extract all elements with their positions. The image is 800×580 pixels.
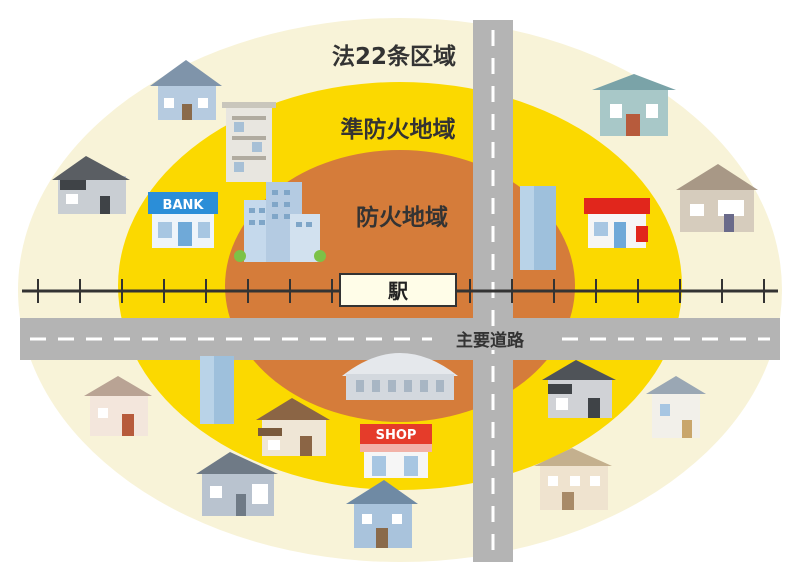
main-road-label: 主要道路 [456, 330, 525, 351]
house-icon [196, 452, 278, 516]
dome-stadium-icon [342, 353, 458, 400]
zone-label-fireproof: 防火地域 [356, 204, 448, 231]
house-icon [346, 480, 418, 548]
bank-sign: BANK [163, 198, 205, 213]
shop-icon: SHOP [360, 424, 432, 478]
station-box: 駅 [339, 273, 457, 307]
skyscraper-icon [200, 356, 234, 424]
post-office-icon [584, 198, 650, 248]
house-icon [592, 74, 676, 136]
zone-label-semi-fireproof: 準防火地域 [341, 116, 456, 143]
office-building-icon [234, 182, 326, 262]
house-icon [676, 164, 758, 232]
skyscraper-icon [520, 186, 556, 270]
apartment-icon [222, 102, 276, 182]
zone-label-22jo: 法22条区域 [332, 43, 456, 70]
house-icon [84, 376, 152, 436]
house-icon [150, 60, 222, 120]
shop-sign: SHOP [376, 428, 417, 443]
bank-icon: BANK [148, 192, 218, 248]
house-icon [542, 360, 616, 418]
house-icon [646, 376, 706, 438]
house-icon [52, 156, 130, 214]
house-icon [256, 398, 330, 456]
house-icon [534, 448, 612, 510]
station-label: 駅 [387, 279, 408, 303]
